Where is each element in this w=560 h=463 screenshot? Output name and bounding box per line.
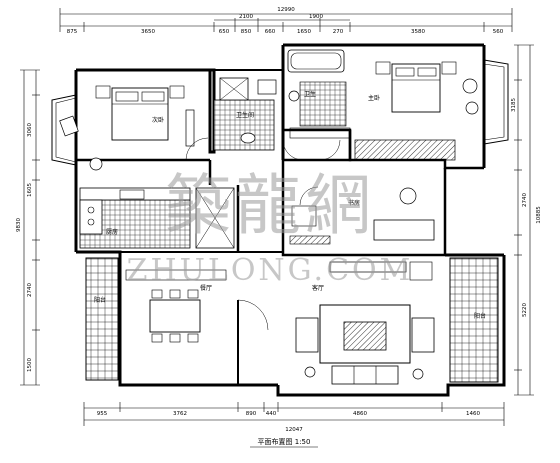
top-sub-dimension-1: 650 [219, 29, 230, 35]
room-label-bath-small: 卫生 [304, 90, 316, 98]
left-bay-window [51, 94, 77, 166]
svg-text:2740: 2740 [522, 193, 528, 207]
top-sub-dimension-3: 660 [265, 29, 276, 35]
study-bookshelf [289, 235, 331, 245]
bottom-dimension-4: 440 [266, 411, 277, 417]
drawing-title: 平面布置图 1:50 [258, 437, 311, 446]
right-dimension-overall: 10885 [536, 206, 542, 224]
dining-set [149, 289, 201, 343]
bottom-dimension-1: 955 [97, 411, 108, 417]
study-desk [373, 219, 435, 241]
bottom-dimension-2: 3762 [173, 411, 187, 417]
left-dimension-overall: 9830 [16, 218, 22, 232]
kitchen-counter [79, 187, 191, 201]
living-room-sofa-set [295, 304, 435, 385]
walls [74, 43, 506, 397]
upper-bath-floor [299, 81, 347, 127]
watermark-english: ZHULONG.COM [127, 253, 414, 288]
svg-text:1605: 1605 [27, 183, 33, 197]
door-swings [185, 137, 341, 331]
side-dimension-ticks-text: 1605 2740 1500 2740 5220 [27, 183, 528, 372]
right-bay-window [483, 59, 509, 145]
bottom-dimension-6: 1460 [466, 411, 480, 417]
room-label-bedroom: 次卧 [152, 116, 164, 124]
left-bedroom-bed [95, 85, 185, 141]
side-dimension-lines [20, 44, 534, 396]
top-dimension-lines [59, 8, 513, 32]
room-label-balcony-right: 阳台 [474, 312, 486, 320]
room-label-bathroom: 卫生间 [236, 111, 254, 119]
top-sub-dimension-5: 270 [333, 29, 344, 35]
top-dimension-4: 1900 [309, 14, 323, 20]
master-bed [375, 61, 457, 113]
top-sub-dimension-2: 850 [241, 29, 252, 35]
left-balcony [85, 257, 119, 381]
room-label-living: 客厅 [312, 284, 324, 292]
room-label-master-bedroom: 主卧 [368, 94, 380, 102]
top-sub-dimension-4: 1650 [297, 29, 311, 35]
room-label-kitchen: 厨房 [106, 228, 118, 236]
bathtub [287, 49, 345, 73]
room-label-study: 书房 [348, 199, 360, 207]
right-balcony [449, 257, 499, 383]
room-label-balcony-left: 阳台 [94, 296, 106, 304]
svg-text:5220: 5220 [522, 303, 528, 317]
left-dimension-1: 3060 [27, 123, 33, 137]
top-overall-dimension: 12990 [277, 7, 295, 13]
room-label-dining: 餐厅 [200, 284, 212, 292]
top-dimension-6: 560 [493, 29, 504, 35]
top-dimension-2: 3650 [141, 29, 155, 35]
right-dimension-1: 3185 [511, 98, 517, 112]
bottom-dimension-5: 4860 [353, 411, 367, 417]
tv-cabinet [329, 261, 407, 273]
watermark-chinese: 築龍網 [165, 167, 375, 244]
bottom-dimension-lines [83, 402, 505, 426]
master-wardrobe [354, 139, 456, 161]
top-dimension-1: 875 [67, 29, 78, 35]
top-dimension-3: 2100 [239, 14, 253, 20]
top-dimension-5: 3580 [411, 29, 425, 35]
bottom-overall-dimension: 12047 [285, 427, 303, 433]
svg-text:2740: 2740 [27, 283, 33, 297]
svg-text:1500: 1500 [27, 358, 33, 372]
bottom-dimension-3: 890 [246, 411, 257, 417]
